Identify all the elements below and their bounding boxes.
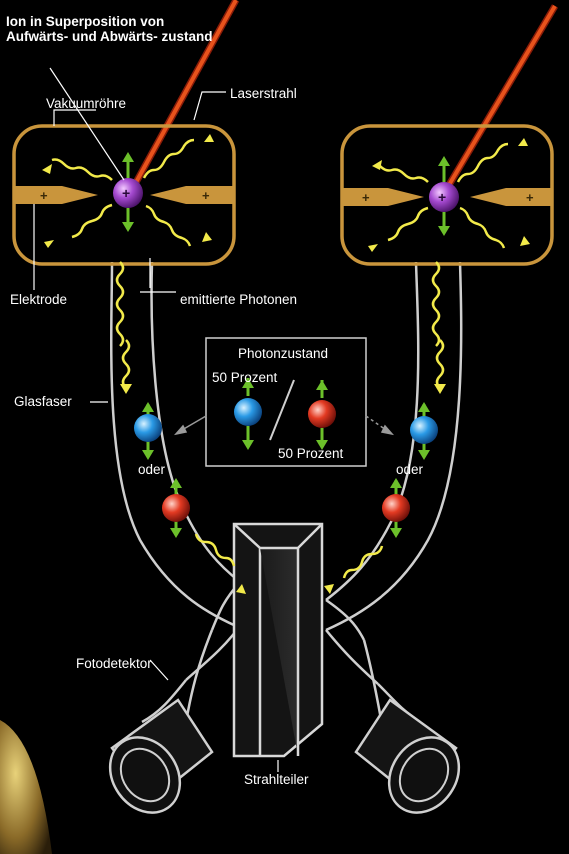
photon-down-box — [308, 380, 336, 450]
plus-symbol: + — [362, 190, 370, 205]
or-right-label: oder — [396, 462, 423, 478]
emitted-photons-label: emittierte Photonen — [180, 292, 297, 308]
photodetector-right — [356, 700, 473, 826]
electrode-left-b: + — [150, 186, 234, 204]
plus-symbol: + — [202, 188, 210, 203]
corner-photo-fragment — [0, 720, 52, 854]
emitted-photons-right — [344, 144, 508, 578]
glass-fiber-label: Glasfaser — [14, 394, 72, 410]
ion-right: + — [429, 156, 459, 236]
beam-splitter-label: Strahlteiler — [244, 772, 309, 788]
beam-splitter-prism — [234, 524, 322, 756]
fifty-percent-top-label: 50 Prozent — [212, 370, 277, 386]
pointer-arrows — [176, 416, 392, 434]
photodetector-left — [96, 700, 212, 826]
or-left-label: oder — [138, 462, 165, 478]
emitted-photons-arrowheads-right — [324, 138, 530, 594]
fifty-percent-bottom-label: 50 Prozent — [278, 446, 343, 462]
plus-symbol: + — [438, 189, 446, 205]
electrode-left-a: + — [14, 186, 98, 204]
glass-fiber-left — [111, 262, 240, 680]
vacuum-tube-label: Vakuumröhre — [46, 96, 126, 112]
ion-superposition-label: Ion in Superposition von Aufwärts- und A… — [6, 14, 216, 44]
photodetector-label: Fotodetektor — [76, 656, 152, 672]
ion-left: + — [113, 152, 143, 232]
plus-symbol: + — [122, 185, 130, 201]
electrode-right-b: + — [470, 188, 552, 206]
electrode-right-a: + — [342, 188, 424, 206]
photon-up-box — [234, 378, 262, 450]
laser-beam-label: Laserstrahl — [230, 86, 297, 102]
electrode-label: Elektrode — [10, 292, 67, 308]
photon-up-right-fiber — [410, 402, 438, 460]
plus-symbol: + — [526, 190, 534, 205]
glass-fiber-right — [326, 262, 461, 684]
photon-state-label: Photonzustand — [238, 346, 328, 362]
plus-symbol: + — [40, 188, 48, 203]
photon-down-left-fiber — [162, 478, 190, 538]
laser-beam-right — [446, 6, 555, 190]
